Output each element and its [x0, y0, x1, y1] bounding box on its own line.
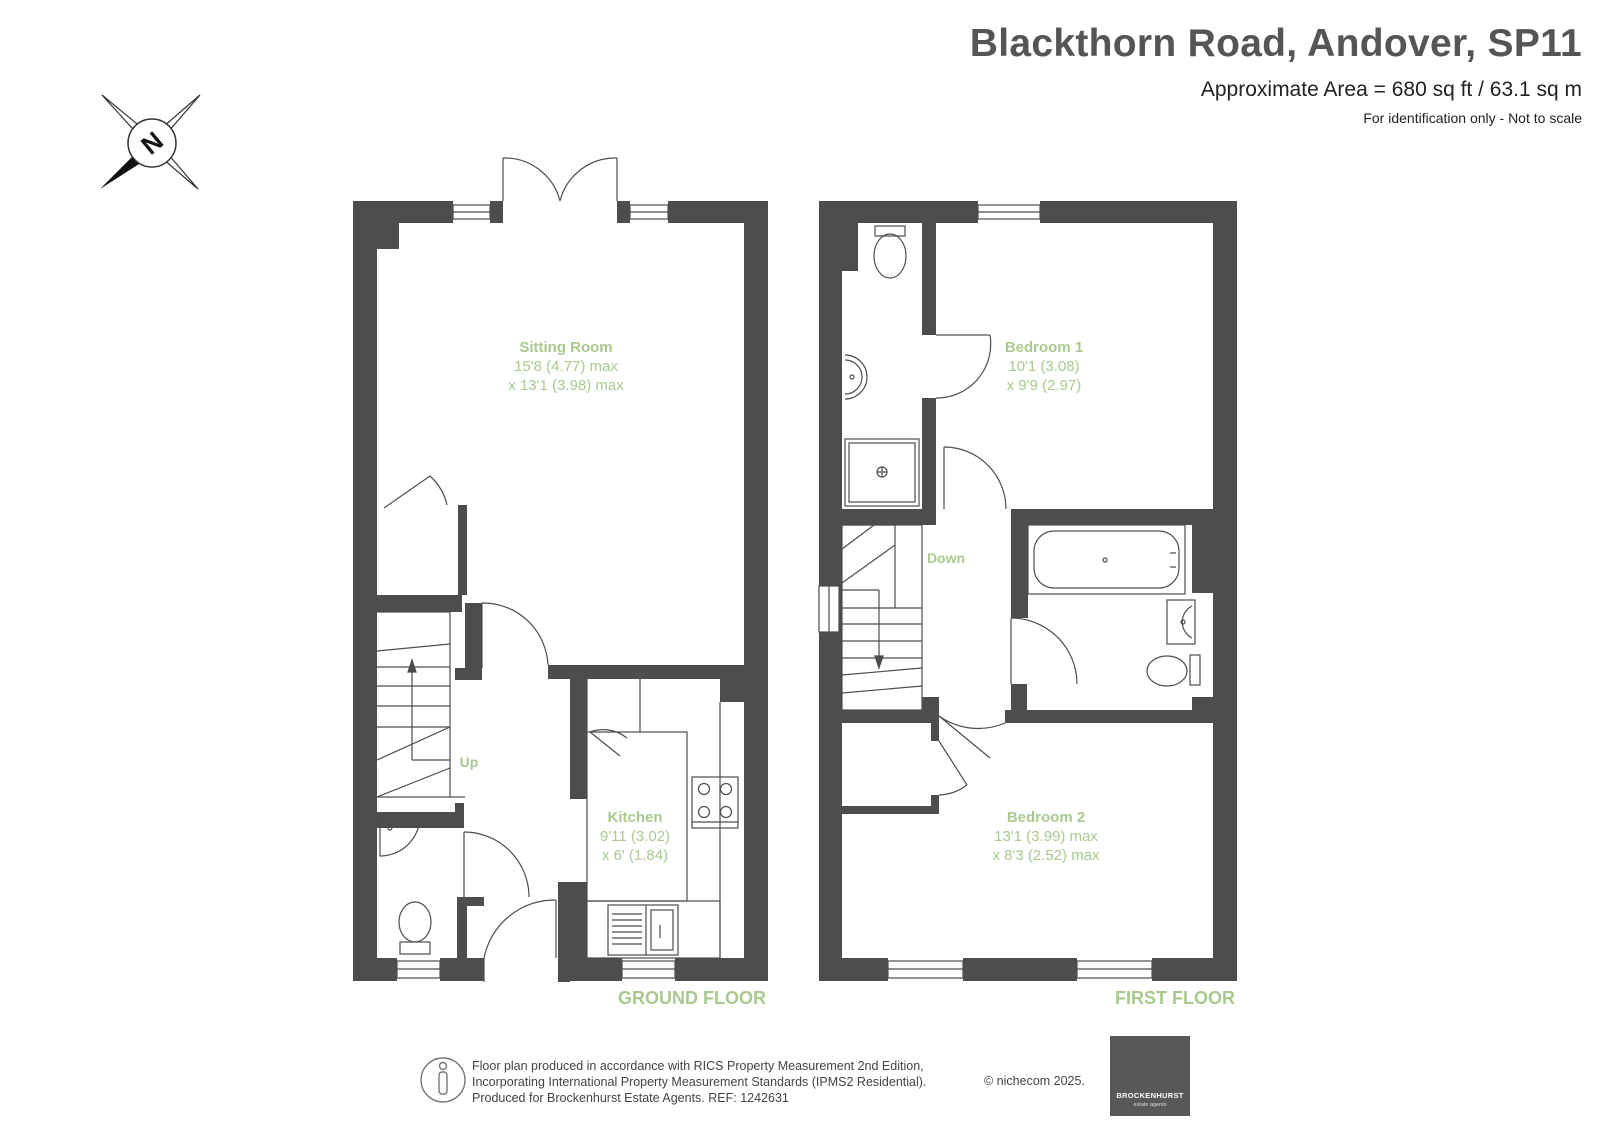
footer-line: Incorporating International Property Mea… — [472, 1075, 927, 1089]
stairs-label: Up — [460, 754, 479, 770]
brockenhurst-logo: BROCKENHURST estate agents — [1110, 1036, 1190, 1116]
ground-floor-fixtures — [376, 157, 739, 982]
person-icon — [420, 1057, 466, 1103]
room-dimension: 9'11 (3.02) — [600, 828, 670, 845]
room-name: Bedroom 1 — [1005, 339, 1083, 356]
room-name: Sitting Room — [519, 339, 612, 356]
footer-line: Floor plan produced in accordance with R… — [472, 1059, 924, 1073]
room-name: Bedroom 2 — [1007, 809, 1085, 826]
room-dimension: x 6' (1.84) — [602, 847, 668, 864]
floor-label-first: FIRST FLOOR — [1115, 988, 1235, 1008]
floor-label-ground: GROUND FLOOR — [618, 988, 766, 1008]
logo-name: BROCKENHURST — [1116, 1091, 1184, 1100]
room-dimension: x 8'3 (2.52) max — [992, 847, 1100, 864]
room-dimension: x 13'1 (3.98) max — [508, 377, 624, 394]
ground-floor-plan — [353, 201, 768, 982]
property-title: Blackthorn Road, Andover, SP11 — [969, 22, 1582, 65]
room-dimension: 15'8 (4.77) max — [514, 358, 618, 375]
first-floor-labels: Bedroom 1 10'1 (3.08) x 9'9 (2.97) Bedro… — [927, 339, 1235, 1008]
room-dimension: 10'1 (3.08) — [1008, 358, 1079, 375]
disclaimer: For identification only - Not to scale — [1363, 110, 1582, 126]
room-dimension: 13'1 (3.99) max — [994, 828, 1098, 845]
copyright: © nichecom 2025. — [984, 1074, 1085, 1088]
stairs-label: Down — [927, 550, 965, 566]
room-name: Kitchen — [607, 809, 662, 826]
first-floor-fixtures — [818, 204, 1201, 979]
approximate-area: Approximate Area = 680 sq ft / 63.1 sq m — [1200, 78, 1582, 101]
logo-subtitle: estate agents — [1133, 1102, 1167, 1108]
compass-icon: N — [100, 94, 201, 190]
footer-line: Produced for Brockenhurst Estate Agents.… — [472, 1091, 789, 1105]
room-dimension: x 9'9 (2.97) — [1007, 377, 1082, 394]
footer-notes: Floor plan produced in accordance with R… — [472, 1058, 926, 1106]
ground-floor-labels: Sitting Room 15'8 (4.77) max x 13'1 (3.9… — [460, 339, 766, 1008]
